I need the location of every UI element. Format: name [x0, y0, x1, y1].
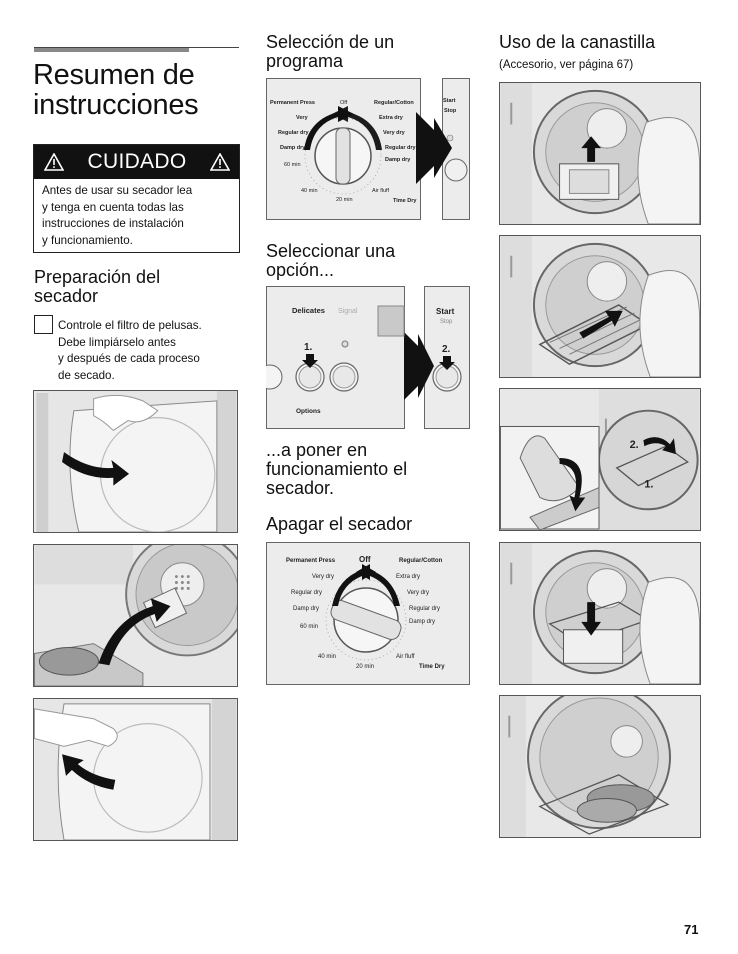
svg-text:40 min: 40 min [301, 188, 318, 194]
svg-text:60 min: 60 min [300, 624, 318, 630]
figure-rack-remove-filter [499, 82, 701, 225]
figure-open-door [33, 390, 238, 533]
figure-option-selector: Delicates Signal 1. Options Start Stop 2… [257, 286, 470, 429]
rack-heading: Uso de la canastilla [499, 32, 656, 52]
figure-rack-position: 2. 1. [499, 388, 701, 531]
svg-text:40 min: 40 min [318, 654, 336, 660]
svg-text:Regular dry: Regular dry [409, 606, 440, 612]
svg-text:Air fluff: Air fluff [396, 654, 415, 660]
svg-text:Extra dry: Extra dry [379, 115, 404, 121]
svg-text:Regular dry: Regular dry [278, 130, 310, 136]
arrow-icon [62, 754, 116, 790]
prep-heading: Preparación del secador [34, 267, 161, 306]
svg-text:Off: Off [340, 100, 348, 106]
svg-text:Permanent Press: Permanent Press [270, 100, 315, 106]
arrow-icon [579, 310, 623, 339]
warning-icon [209, 153, 230, 171]
svg-text:Damp dry: Damp dry [280, 145, 306, 151]
svg-text:Damp dry: Damp dry [293, 606, 319, 612]
run-heading: ...a poner en funcionamiento el secador. [266, 440, 408, 498]
svg-text:20 min: 20 min [356, 664, 374, 670]
arrow-icon [643, 437, 676, 455]
svg-text:1.: 1. [304, 342, 313, 353]
svg-text:Very dry: Very dry [383, 130, 406, 136]
svg-text:Air fluff: Air fluff [372, 188, 389, 194]
svg-text:Extra dry: Extra dry [396, 574, 420, 580]
figure-program-selector: Permanent Press Off Regular/Cotton Very … [266, 78, 470, 220]
lint-filter-illustration [34, 545, 237, 686]
figure-rack-filter-down [499, 542, 701, 685]
svg-text:Regular dry: Regular dry [385, 145, 417, 151]
caution-text: Antes de usar su secador lea y tenga en … [42, 184, 193, 247]
svg-text:Signal: Signal [338, 308, 358, 315]
svg-text:2.: 2. [442, 344, 451, 355]
prep-instruction: Controle el filtro de pelusas. Debe limp… [58, 319, 202, 382]
svg-text:2.: 2. [630, 439, 639, 451]
figure-close-door [33, 698, 238, 841]
figure-lint-filter [33, 544, 238, 687]
svg-text:Permanent Press: Permanent Press [286, 558, 336, 564]
svg-text:Regular dry: Regular dry [291, 590, 322, 596]
svg-text:Very dry: Very dry [312, 574, 334, 580]
svg-text:Start: Start [443, 98, 456, 104]
title-rule [34, 47, 239, 48]
svg-text:60 min: 60 min [284, 162, 301, 168]
svg-text:Damp dry: Damp dry [385, 157, 411, 163]
arrow-icon [559, 458, 586, 512]
svg-text:Start: Start [436, 307, 455, 316]
svg-text:20 min: 20 min [336, 197, 353, 203]
caution-box: CUIDADO Antes de usar su secador lea y t… [33, 144, 240, 253]
close-door-illustration [34, 699, 237, 840]
program-heading: Selección de un programa [266, 32, 395, 71]
caution-label: CUIDADO [87, 150, 187, 173]
svg-text:Stop: Stop [440, 319, 453, 325]
svg-text:1.: 1. [644, 479, 653, 491]
svg-text:Time Dry: Time Dry [419, 664, 445, 670]
svg-text:Time Dry: Time Dry [393, 198, 417, 204]
arrow-icon [581, 602, 601, 636]
svg-text:Very dry: Very dry [407, 590, 429, 596]
arrow-icon [98, 598, 171, 666]
off-heading: Apagar el secador [266, 514, 413, 534]
prep-checkbox [34, 315, 53, 334]
svg-text:Options: Options [296, 408, 321, 415]
dial-knob [335, 127, 351, 185]
svg-text:Off: Off [359, 555, 371, 564]
figure-rack-insert [499, 235, 701, 378]
svg-text:Regular/Cotton: Regular/Cotton [399, 558, 443, 564]
svg-text:Very: Very [296, 115, 309, 121]
arrow-icon [581, 136, 601, 162]
option-heading: Seleccionar una opción... [266, 241, 396, 280]
page-title: Resumen de instrucciones [33, 59, 199, 121]
dial-knob [330, 600, 402, 640]
svg-text:Damp dry: Damp dry [409, 619, 435, 625]
figure-off-dial: Permanent Press Off Regular/Cotton Very … [266, 542, 470, 685]
open-door-illustration [34, 391, 237, 532]
rack-subheading: (Accesorio, ver página 67) [499, 59, 634, 71]
figure-rack-with-shoes [499, 695, 701, 838]
page-number: 71 [684, 922, 699, 937]
svg-text:Regular/Cotton: Regular/Cotton [374, 100, 414, 106]
arrow-icon [62, 452, 130, 486]
warning-icon [44, 153, 64, 171]
svg-text:Stop: Stop [444, 108, 457, 114]
svg-text:Delicates: Delicates [292, 306, 325, 315]
caution-header: CUIDADO [34, 145, 239, 179]
title-rule-accent [34, 48, 189, 52]
